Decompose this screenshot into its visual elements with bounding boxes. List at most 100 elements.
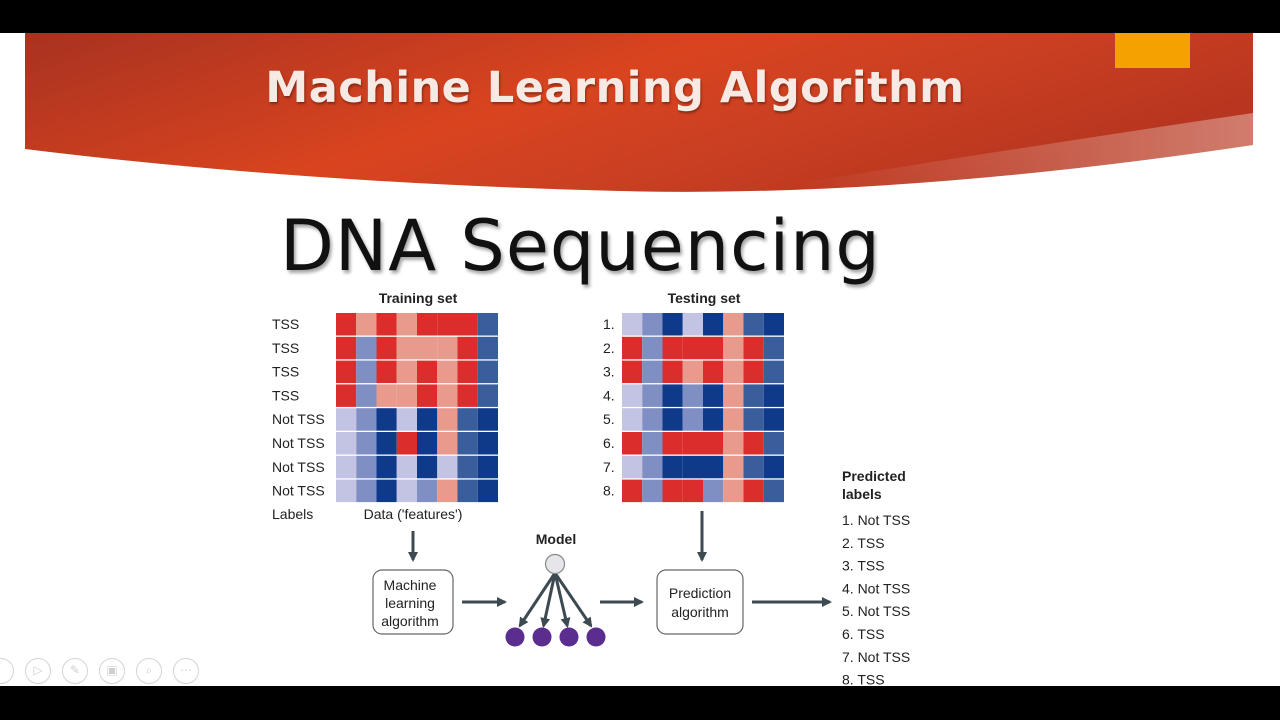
train-cell-r8-c3 bbox=[376, 479, 397, 503]
test-cell-r2-c1 bbox=[622, 336, 643, 360]
train-cell-r4-c7 bbox=[457, 384, 478, 407]
train-cell-r8-c5 bbox=[417, 479, 438, 503]
train-cell-r2-c8 bbox=[477, 336, 498, 360]
test-cell-r5-c4 bbox=[682, 408, 703, 431]
train-cell-r2-c2 bbox=[356, 336, 377, 360]
predicted-label-item: 2. TSS bbox=[842, 535, 885, 551]
train-cell-r3-c5 bbox=[417, 360, 438, 384]
model-label: Model bbox=[536, 531, 576, 547]
model-output-node-1 bbox=[505, 627, 525, 647]
test-cell-r1-c7 bbox=[743, 313, 764, 336]
model-edge-4 bbox=[553, 572, 593, 628]
ml-algorithm-line: Machine bbox=[384, 577, 437, 593]
model-edge-3 bbox=[553, 572, 571, 628]
test-cell-r6-c6 bbox=[723, 432, 744, 455]
model-edge-1 bbox=[518, 572, 557, 628]
test-cell-r4-c1 bbox=[622, 384, 643, 407]
more-icon[interactable]: ⋯ bbox=[173, 658, 199, 684]
test-cell-r3-c3 bbox=[662, 360, 683, 384]
train-row-label: Not TSS bbox=[272, 459, 325, 475]
train-cell-r7-c4 bbox=[396, 455, 417, 479]
test-cell-r6-c8 bbox=[763, 432, 784, 455]
test-cell-r1-c6 bbox=[723, 313, 744, 336]
predicted-label-item: 4. Not TSS bbox=[842, 580, 910, 596]
test-cell-r2-c4 bbox=[682, 336, 703, 360]
test-cell-r7-c7 bbox=[743, 455, 764, 479]
header-banner bbox=[25, 33, 1253, 192]
pen-icon[interactable]: ✎ bbox=[62, 658, 88, 684]
train-cell-r8-c4 bbox=[396, 479, 417, 503]
test-cell-r1-c1 bbox=[622, 313, 643, 336]
train-cell-r7-c1 bbox=[336, 455, 357, 479]
test-cell-r8-c1 bbox=[622, 479, 643, 503]
header-shape bbox=[25, 33, 1253, 192]
train-cell-r5-c4 bbox=[396, 408, 417, 431]
test-row-label: 7. bbox=[603, 459, 615, 475]
test-cell-r5-c3 bbox=[662, 408, 683, 431]
test-row-label: 2. bbox=[603, 340, 615, 356]
test-cell-r6-c7 bbox=[743, 432, 764, 455]
predicted-labels-heading: Predicted labels bbox=[842, 468, 906, 502]
train-cell-r2-c7 bbox=[457, 336, 478, 360]
training-heatmap bbox=[336, 313, 498, 503]
train-cell-r3-c7 bbox=[457, 360, 478, 384]
model-input-node bbox=[544, 553, 566, 575]
train-cell-r2-c6 bbox=[437, 336, 458, 360]
test-cell-r5-c1 bbox=[622, 408, 643, 431]
predicted-label-item: 3. TSS bbox=[842, 558, 885, 574]
train-cell-r8-c1 bbox=[336, 479, 357, 503]
prediction-algorithm-box bbox=[656, 569, 744, 635]
test-cell-r5-c6 bbox=[723, 408, 744, 431]
model-output-node-3 bbox=[559, 627, 579, 647]
train-cell-r6-c6 bbox=[437, 432, 458, 455]
test-cell-r4-c5 bbox=[703, 384, 724, 407]
test-cell-r5-c5 bbox=[703, 408, 724, 431]
test-cell-r1-c8 bbox=[763, 313, 784, 336]
train-cell-r4-c3 bbox=[376, 384, 397, 407]
train-cell-r1-c7 bbox=[457, 313, 478, 336]
train-cell-r1-c8 bbox=[477, 313, 498, 336]
zoom-icon[interactable]: ⌕ bbox=[136, 658, 162, 684]
testing-heatmap bbox=[622, 313, 784, 503]
test-row-label: 5. bbox=[603, 411, 615, 427]
test-cell-r1-c5 bbox=[703, 313, 724, 336]
train-cell-r3-c6 bbox=[437, 360, 458, 384]
predicted-label-item: 8. TSS bbox=[842, 672, 885, 686]
test-row-label: 4. bbox=[603, 387, 615, 403]
test-row-label: 1. bbox=[603, 316, 615, 332]
test-cell-r2-c3 bbox=[662, 336, 683, 360]
test-cell-r2-c8 bbox=[763, 336, 784, 360]
test-cell-r4-c4 bbox=[682, 384, 703, 407]
test-cell-r7-c4 bbox=[682, 455, 703, 479]
test-cell-r1-c3 bbox=[662, 313, 683, 336]
test-cell-r8-c3 bbox=[662, 479, 683, 503]
train-cell-r1-c5 bbox=[417, 313, 438, 336]
training-set-title: Training set bbox=[379, 290, 458, 306]
slide-title: Machine Learning Algorithm bbox=[265, 63, 965, 113]
train-cell-r4-c1 bbox=[336, 384, 357, 407]
ml-algorithm-line: algorithm bbox=[381, 613, 439, 629]
predicted-labels-heading-line: labels bbox=[842, 486, 882, 502]
predicted-labels-heading-line: Predicted bbox=[842, 468, 906, 484]
slide: Machine Learning Algorithm DNA Sequencin… bbox=[0, 33, 1280, 686]
test-cell-r2-c2 bbox=[642, 336, 663, 360]
test-cell-r2-c7 bbox=[743, 336, 764, 360]
train-cell-r8-c2 bbox=[356, 479, 377, 503]
test-cell-r3-c4 bbox=[682, 360, 703, 384]
train-cell-r3-c4 bbox=[396, 360, 417, 384]
train-cell-r5-c5 bbox=[417, 408, 438, 431]
play-icon[interactable]: ▷ bbox=[25, 658, 51, 684]
slides-icon[interactable]: ▣ bbox=[99, 658, 125, 684]
train-cell-r6-c5 bbox=[417, 432, 438, 455]
train-cell-r3-c8 bbox=[477, 360, 498, 384]
test-cell-r6-c4 bbox=[682, 432, 703, 455]
train-cell-r8-c8 bbox=[477, 479, 498, 503]
test-cell-r3-c7 bbox=[743, 360, 764, 384]
train-cell-r3-c1 bbox=[336, 360, 357, 384]
train-cell-r6-c1 bbox=[336, 432, 357, 455]
train-cell-r6-c7 bbox=[457, 432, 478, 455]
header-sweep bbox=[800, 113, 1253, 191]
